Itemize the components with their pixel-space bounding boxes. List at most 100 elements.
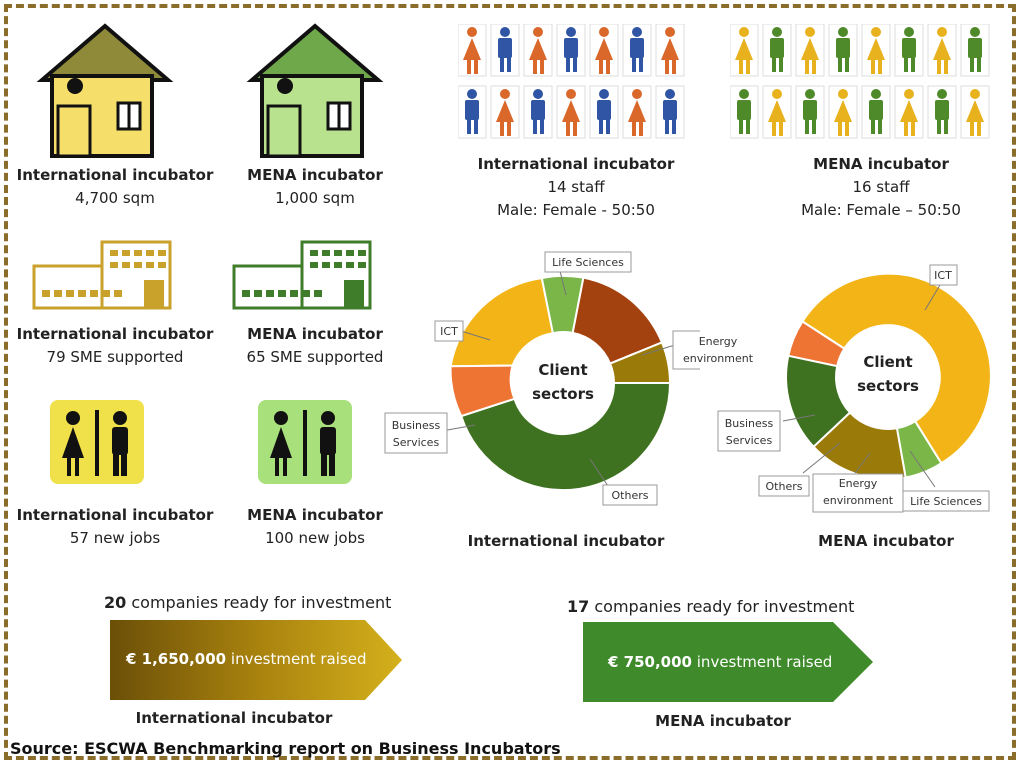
mena-staff-icons <box>730 24 990 139</box>
female-staff-icon <box>655 24 685 77</box>
intl-label-energy-line2: environment <box>682 352 754 365</box>
jobs-mena-caption: MENA incubator 100 new jobs <box>205 504 425 550</box>
intl-ready-line: 20 companies ready for investment <box>104 593 391 612</box>
mena-donut-center-line2: sectors <box>857 377 919 395</box>
female-staff-icon <box>589 24 619 77</box>
intl-label-energy: Energy environment <box>673 333 763 367</box>
jobs-mena-title: MENA incubator <box>247 506 383 524</box>
intl-investment-raised-text: investment raised <box>230 650 367 668</box>
area-mena-caption: MENA incubator 1,000 sqm <box>205 164 425 210</box>
male-staff-icon <box>795 85 825 139</box>
intl-investment-caption: International incubator <box>135 709 333 727</box>
staff-intl-ratio: Male: Female - 50:50 <box>497 201 655 219</box>
mena-investment-raised: € 750,000 investment raised <box>608 653 832 671</box>
mena-investment-amount: € 750,000 <box>608 653 692 671</box>
staff-mena-ratio: Male: Female – 50:50 <box>801 201 961 219</box>
mena-donut-center-line1: Client <box>863 353 912 371</box>
staff-mena-count: 16 staff <box>852 178 910 196</box>
dashed-frame <box>4 4 1016 760</box>
mena-ready-text: companies ready for investment <box>594 597 855 616</box>
male-staff-icon <box>927 85 957 139</box>
intl-slice-others <box>459 382 672 492</box>
intl-jobs-people-icon <box>50 400 144 484</box>
area-mena-value: 1,000 sqm <box>275 189 355 207</box>
male-staff-icon <box>490 24 520 77</box>
female-staff-icon <box>762 85 792 139</box>
male-staff-icon <box>655 85 685 139</box>
area-mena-title: MENA incubator <box>247 166 383 184</box>
mena-slice-life-sciences <box>895 419 943 479</box>
female-staff-icon <box>730 24 759 77</box>
mena-slice-ict <box>801 272 992 465</box>
intl-slice-business-services <box>449 364 516 418</box>
source-note: Source: ESCWA Benchmarking report on Bus… <box>10 739 561 758</box>
male-staff-icon <box>894 24 924 77</box>
male-staff-icon <box>556 24 586 77</box>
jobs-intl-value: 57 new jobs <box>69 529 161 547</box>
mena-ready-count: 17 <box>567 597 590 616</box>
intl-ready-count: 20 <box>104 593 127 612</box>
sme-mena-value: 65 SME supported <box>246 348 384 366</box>
intl-investment-amount: € 1,650,000 <box>126 650 227 668</box>
intl-label-business-line1: Business <box>392 419 441 432</box>
area-intl-value: 4,700 sqm <box>75 189 155 207</box>
mena-ready-line: 17 companies ready for investment <box>567 597 854 616</box>
mena-label-business-line2: Services <box>726 434 773 447</box>
mena-label-ict: ICT <box>934 269 952 282</box>
mena-building-icon <box>232 240 372 310</box>
intl-donut-center-line1: Client <box>538 361 587 379</box>
female-staff-icon <box>828 85 858 139</box>
male-staff-icon <box>589 85 619 139</box>
staff-intl-count: 14 staff <box>547 178 605 196</box>
male-staff-icon <box>622 24 652 77</box>
female-staff-icon <box>622 85 652 139</box>
mena-label-life-sciences: Life Sciences <box>910 495 982 508</box>
sme-mena-title: MENA incubator <box>247 325 383 343</box>
male-staff-icon <box>828 24 858 77</box>
intl-label-energy-line1: Energy <box>698 335 738 348</box>
staff-mena-title: MENA incubator <box>813 155 949 173</box>
mena-label-others: Others <box>766 480 803 493</box>
intl-staff-icons <box>458 24 685 139</box>
sme-intl-title: International incubator <box>16 325 214 343</box>
female-staff-icon <box>861 24 891 77</box>
jobs-intl-caption: International incubator 57 new jobs <box>5 504 225 550</box>
female-staff-icon <box>960 85 990 139</box>
intl-donut-caption: International incubator <box>467 532 665 550</box>
male-staff-icon <box>523 85 553 139</box>
intl-label-others: Others <box>612 489 649 502</box>
mena-investment-raised-text: investment raised <box>696 653 833 671</box>
male-staff-icon <box>730 85 759 139</box>
mena-donut-caption: MENA incubator <box>818 532 954 550</box>
area-intl-title: International incubator <box>16 166 214 184</box>
intl-client-sectors-donut: Client sectors Life Sciences ICT Busines… <box>384 251 700 506</box>
intl-label-energy-box <box>672 330 700 370</box>
female-staff-icon <box>556 85 586 139</box>
intl-house-icon <box>36 23 174 158</box>
male-staff-icon <box>960 24 990 77</box>
mena-jobs-people-icon <box>258 400 352 484</box>
mena-label-energy: Energy environment <box>813 475 903 509</box>
female-staff-icon <box>458 24 487 77</box>
female-staff-icon <box>523 24 553 77</box>
mena-investment-caption: MENA incubator <box>655 712 791 730</box>
staff-intl-caption: International incubator 14 staff Male: F… <box>466 153 686 222</box>
jobs-intl-title: International incubator <box>16 506 214 524</box>
female-staff-icon <box>927 24 957 77</box>
intl-investment-arrow <box>110 620 402 700</box>
female-staff-icon <box>894 85 924 139</box>
mena-house-icon <box>246 23 384 158</box>
female-staff-icon <box>490 85 520 139</box>
mena-client-sectors-donut: Client sectors ICT Business Services Oth… <box>717 264 992 513</box>
jobs-mena-value: 100 new jobs <box>265 529 365 547</box>
intl-label-business-line2: Services <box>393 436 440 449</box>
intl-label-life-sciences: Life Sciences <box>552 256 624 269</box>
mena-label-business-line1: Business <box>725 417 774 430</box>
staff-intl-title: International incubator <box>477 155 675 173</box>
intl-donut-center-line2: sectors <box>532 385 594 403</box>
sme-intl-caption: International incubator 79 SME supported <box>5 323 225 369</box>
mena-investment-arrow <box>583 622 873 702</box>
male-staff-icon <box>861 85 891 139</box>
female-staff-icon <box>795 24 825 77</box>
intl-ready-text: companies ready for investment <box>131 593 392 612</box>
